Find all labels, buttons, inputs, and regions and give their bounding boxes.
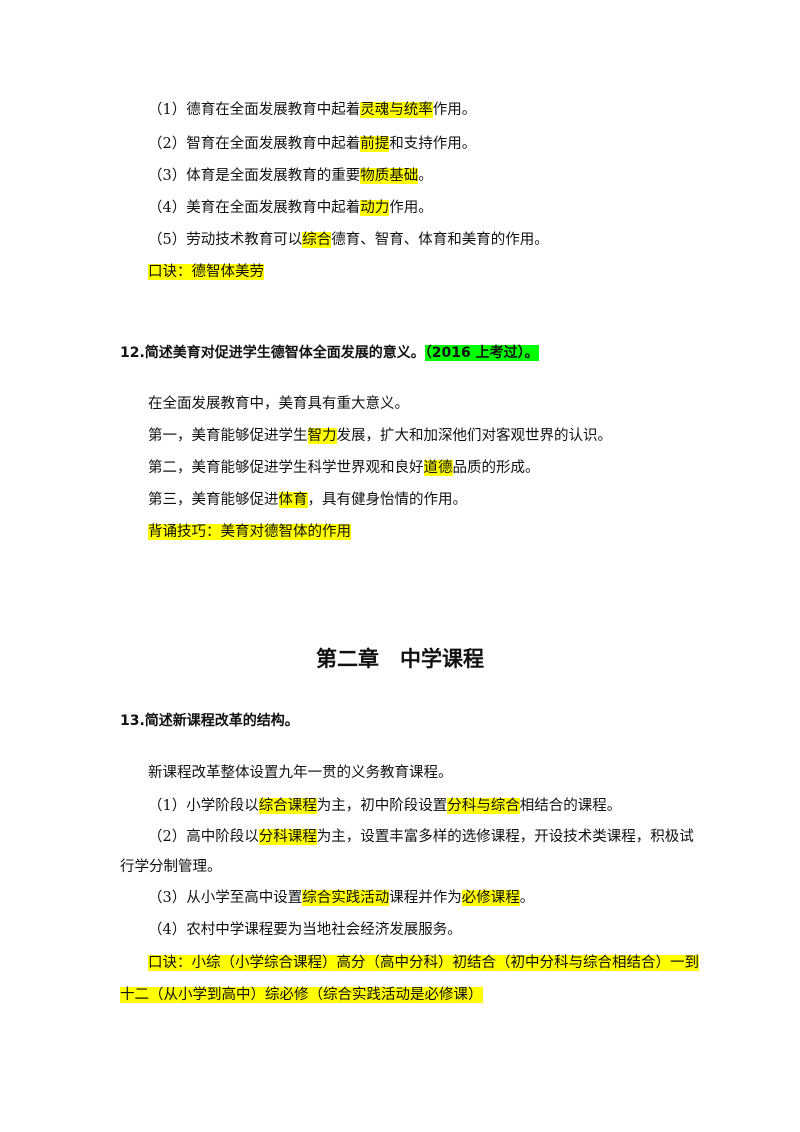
paragraph: 第一，美育能够促进学生智力发展，扩大和加深他们对客观世界的认识。 [148, 428, 612, 444]
highlight: 综合 [302, 232, 332, 248]
paragraph: （3）从小学至高中设置综合实践活动课程并作为必修课程。 [148, 890, 535, 906]
highlight: 前提 [360, 136, 390, 152]
item-5: （5）劳动技术教育可以综合德育、智育、体育和美育的作用。 [148, 232, 549, 248]
highlight: 综合课程 [258, 798, 317, 814]
memory-tip: 背诵技巧：美育对德智体的作用 [148, 524, 351, 540]
highlight: 智力 [307, 428, 337, 444]
exam-tag: （2016 上考过）。 [424, 345, 539, 361]
mnemonic: 口诀：德智体美劳 [148, 264, 264, 280]
item-1: （1）德育在全面发展教育中起着灵魂与统率作用。 [148, 102, 477, 118]
item-4: （4）美育在全面发展教育中起着动力作用。 [148, 200, 433, 216]
paragraph: （1）小学阶段以综合课程为主，初中阶段设置分科与综合相结合的课程。 [148, 798, 622, 814]
highlight: 综合实践活动 [302, 890, 390, 906]
paragraph: 新课程改革整体设置九年一贯的义务教育课程。 [148, 765, 453, 781]
chapter-heading: 第二章 中学课程 [316, 647, 484, 671]
highlight: 物质基础 [360, 168, 419, 184]
item-2: （2）智育在全面发展教育中起着前提和支持作用。 [148, 136, 477, 152]
highlight: 必修课程 [461, 890, 520, 906]
mnemonic: 口诀：小综（小学综合课程）高分（高中分科）初结合（初中分科与综合相结合）一到 [148, 955, 699, 971]
paragraph: 在全面发展教育中，美育具有重大意义。 [148, 396, 409, 412]
highlight: 灵魂与统率 [360, 102, 433, 118]
paragraph: 第二，美育能够促进学生科学世界观和良好道德品质的形成。 [148, 460, 540, 476]
paragraph: （4）农村中学课程要为当地社会经济发展服务。 [148, 922, 462, 938]
mnemonic-continuation: 十二（从小学到高中）综必修（综合实践活动是必修课） [120, 987, 483, 1003]
paragraph: 第三，美育能够促进体育，具有健身怡情的作用。 [148, 492, 467, 508]
highlight: 分科与综合 [447, 798, 520, 814]
highlight: 体育 [278, 492, 308, 508]
paragraph-continuation: 行学分制管理。 [120, 859, 222, 875]
paragraph: （2）高中阶段以分科课程为主，设置丰富多样的选修课程，开设技术类课程，积极试 [148, 829, 694, 845]
item-3: （3）体育是全面发展教育的重要物质基础。 [148, 168, 433, 184]
question-13-title: 13.简述新课程改革的结构。 [120, 713, 299, 729]
question-12-title: 12.简述美育对促进学生德智体全面发展的意义。（2016 上考过）。 [120, 345, 539, 361]
highlight: 动力 [360, 200, 390, 216]
highlight: 道德 [423, 460, 453, 476]
highlight: 分科课程 [258, 829, 317, 845]
